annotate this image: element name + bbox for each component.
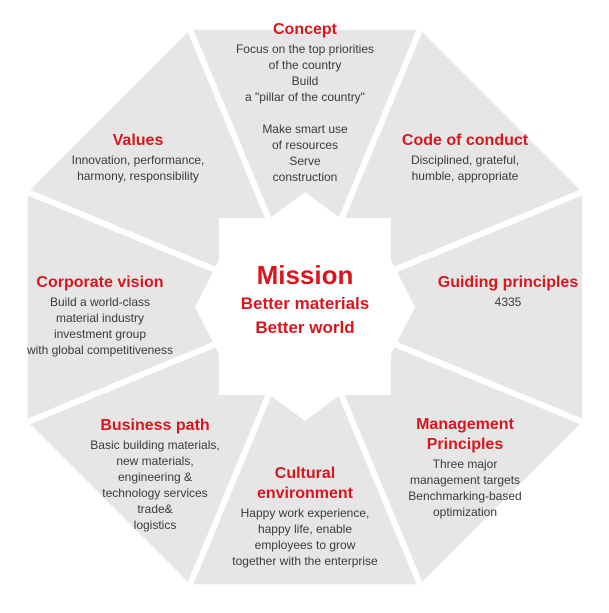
segment-title: Corporate vision [36, 274, 164, 291]
mission-line-2: Better world [255, 318, 355, 337]
segment-title: Business path [100, 417, 210, 434]
segment-body: Focus on the top priorities of the count… [235, 42, 375, 184]
segment-title: Guiding principles [437, 274, 579, 291]
segment-body: Build a world-class material industry in… [26, 295, 174, 357]
mission-center: Mission Better materials Better world [215, 258, 395, 340]
mission-title: Mission [256, 260, 354, 290]
segment-title: Concept [273, 21, 337, 38]
segment-corporate-vision: Corporate vision Build a world-class mat… [10, 273, 190, 358]
segment-body: Innovation, performance, harmony, respon… [71, 153, 205, 183]
segment-code-of-conduct: Code of conduct Disciplined, grateful, h… [375, 131, 555, 184]
segment-title: Cultural environment [256, 465, 353, 502]
segment-title: Values [112, 132, 164, 149]
segment-title: Management Principles [416, 416, 514, 453]
segment-cultural-environment: Cultural environment Happy work experien… [200, 464, 410, 569]
mission-line-1: Better materials [240, 294, 370, 313]
segment-body: Basic building materials, new materials,… [90, 438, 220, 532]
segment-management-principles: Management Principles Three major manage… [375, 415, 555, 520]
segment-body: 4335 [494, 295, 522, 309]
segment-title: Code of conduct [401, 132, 529, 149]
segment-body: Happy work experience, happy life, enabl… [232, 506, 378, 568]
segment-values: Values Innovation, performance, harmony,… [48, 131, 228, 184]
segment-concept: Concept Focus on the top priorities of t… [205, 20, 405, 185]
center-shape [195, 192, 415, 421]
segment-guiding-principles: Guiding principles 4335 [418, 273, 598, 310]
segment-body: Three major management targets Benchmark… [408, 457, 522, 519]
segment-body: Disciplined, grateful, humble, appropria… [410, 153, 520, 183]
segment-business-path: Business path Basic building materials, … [60, 416, 250, 533]
